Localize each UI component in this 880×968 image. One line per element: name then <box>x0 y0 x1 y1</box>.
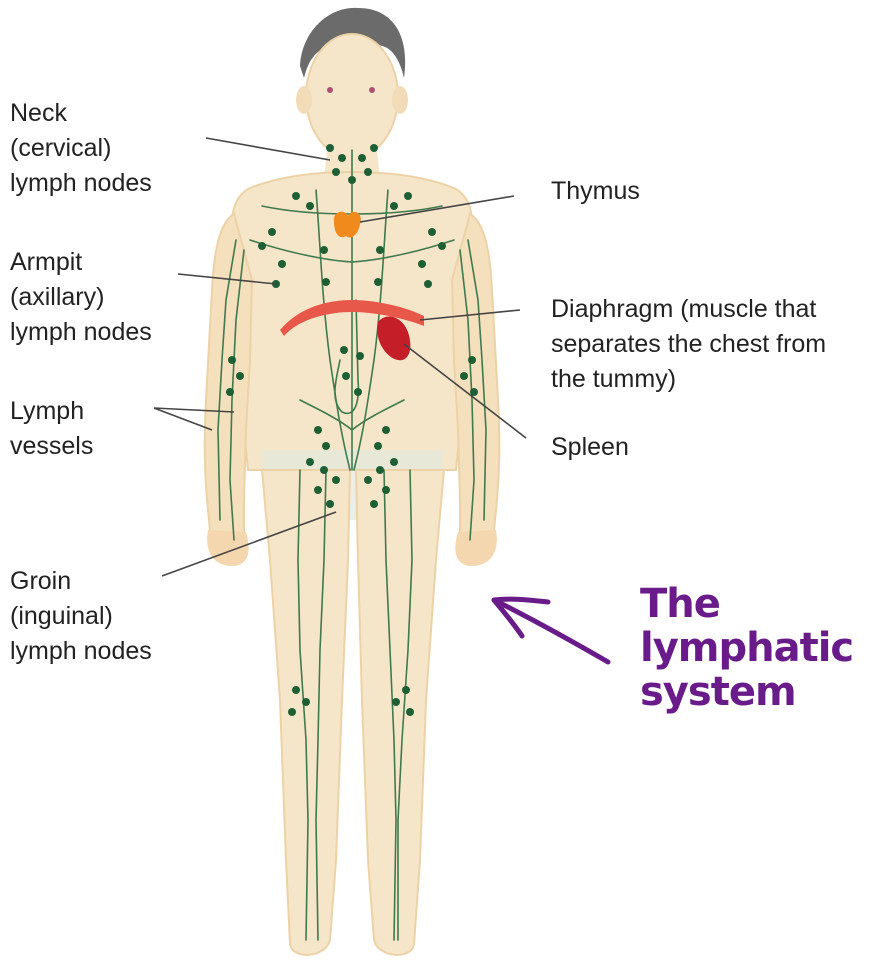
diagram-title: The lymphatic system <box>640 582 853 714</box>
left-leg <box>262 470 350 955</box>
spleen-label: Spleen <box>551 430 629 465</box>
diaphragm-label: Diaphragm (muscle that separates the che… <box>551 292 826 397</box>
arrow-icon <box>494 599 608 662</box>
armpit-lymph-nodes-label: Armpit (axillary) lymph nodes <box>10 245 152 350</box>
vessels-leader-b <box>154 408 212 430</box>
thymus-label: Thymus <box>551 174 640 209</box>
neck-lymph-nodes-label: Neck (cervical) lymph nodes <box>10 96 152 201</box>
lymph-vessels-label: Lymph vessels <box>10 394 93 464</box>
head <box>306 34 398 158</box>
left-arm <box>205 214 252 558</box>
groin-lymph-nodes-label: Groin (inguinal) lymph nodes <box>10 564 152 669</box>
neck-leader <box>206 138 330 160</box>
right-leg <box>356 470 444 955</box>
